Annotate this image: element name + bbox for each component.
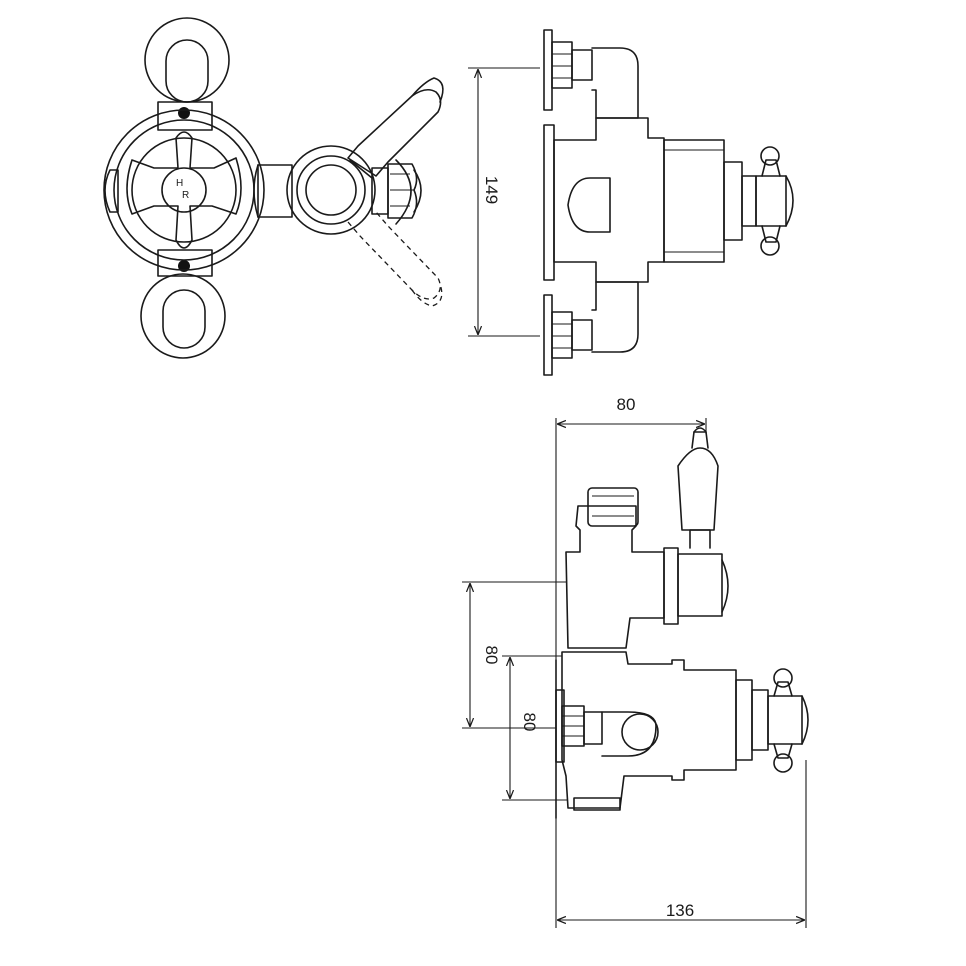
bottom-flange [140, 273, 226, 359]
side-cross-handle [755, 146, 794, 256]
lever-handle-alt-position [347, 211, 443, 307]
cold-mark: R [182, 190, 189, 201]
top-flange [144, 17, 230, 103]
dimension-80-inner: 80 [502, 655, 568, 801]
dim-80-inner-label: 80 [520, 713, 539, 732]
bottom-outlet [551, 281, 639, 359]
top-view-cross-handle [767, 668, 809, 773]
dimension-80-top: 80 [555, 395, 707, 660]
side-view [543, 29, 794, 376]
front-view: H R [103, 17, 444, 359]
top-outlet [551, 41, 639, 119]
cross-handle: H R [126, 131, 242, 249]
top-view [555, 427, 809, 819]
top-view-lever [677, 427, 719, 549]
dimension-136: 136 [555, 760, 807, 928]
dim-136-label: 136 [666, 901, 694, 920]
lever-handle [347, 77, 444, 179]
dim-80-vertical-label: 80 [482, 646, 501, 665]
flow-control [286, 145, 422, 235]
bottom-screw-dot [178, 260, 190, 272]
dim-149-label: 149 [482, 176, 501, 204]
dimension-149: 149 [468, 67, 540, 337]
top-screw-dot [178, 107, 190, 119]
main-body [555, 651, 769, 811]
dimension-80-vertical: 80 [462, 581, 566, 729]
flow-body [565, 487, 729, 649]
valve-body [553, 117, 757, 283]
dim-80-top-label: 80 [617, 395, 636, 414]
hot-mark: H [176, 178, 183, 189]
